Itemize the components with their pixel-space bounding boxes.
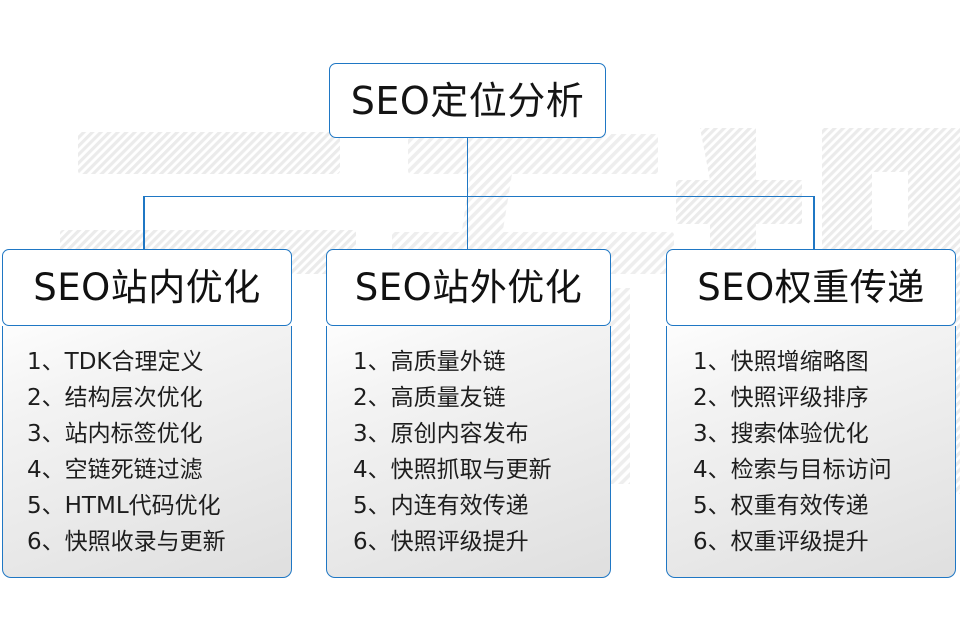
branch-header-2[interactable]: SEO站外优化 bbox=[326, 249, 611, 326]
list-item-index: 5、 bbox=[353, 493, 391, 519]
list-item-label: 权重评级提升 bbox=[730, 529, 869, 555]
list-item-label: 搜索体验优化 bbox=[730, 421, 869, 447]
list-item-index: 1、 bbox=[27, 349, 65, 375]
list-item-index: 5、 bbox=[693, 493, 731, 519]
list-item-label: 高质量外链 bbox=[390, 349, 506, 375]
list-item-label: 权重有效传递 bbox=[730, 493, 869, 519]
branch-column-2: SEO站外优化 1、 高质量外链 2、 高质量友链 3、 原创内容发布 4、 快 bbox=[326, 249, 611, 578]
branch-header-title: SEO站外优化 bbox=[354, 266, 583, 309]
list-item[interactable]: 3、 搜索体验优化 bbox=[693, 416, 955, 452]
root-node[interactable]: SEO定位分析 bbox=[329, 63, 606, 138]
list-item-index: 6、 bbox=[353, 529, 391, 555]
list-item[interactable]: 3、 原创内容发布 bbox=[353, 416, 610, 452]
list-item[interactable]: 6、 快照评级提升 bbox=[353, 524, 610, 560]
connector-horizontal-bus bbox=[143, 195, 814, 198]
branch-column-3: SEO权重传递 1、 快照增缩略图 2、 快照评级排序 3、 搜索体验优化 4、 bbox=[666, 249, 956, 578]
branch-column-1: SEO站内优化 1、 TDK合理定义 2、 结构层次优化 3、 站内标签优化 4… bbox=[2, 249, 292, 578]
branch-header-3[interactable]: SEO权重传递 bbox=[666, 249, 956, 326]
list-item-index: 4、 bbox=[353, 457, 391, 483]
list-item-index: 2、 bbox=[693, 385, 731, 411]
connector-root-down bbox=[466, 138, 469, 196]
list-item-index: 6、 bbox=[693, 529, 731, 555]
branch-body-2: 1、 高质量外链 2、 高质量友链 3、 原创内容发布 4、 快照抓取与更新 5… bbox=[326, 326, 611, 578]
branch-body-1: 1、 TDK合理定义 2、 结构层次优化 3、 站内标签优化 4、 空链死链过滤… bbox=[2, 326, 292, 578]
list-item-label: 快照收录与更新 bbox=[64, 529, 226, 555]
list-item[interactable]: 4、 快照抓取与更新 bbox=[353, 452, 610, 488]
branch-header-1[interactable]: SEO站内优化 bbox=[2, 249, 292, 326]
list-item[interactable]: 1、 快照增缩略图 bbox=[693, 344, 955, 380]
list-item-label: 快照评级提升 bbox=[390, 529, 529, 555]
list-item-label: 快照抓取与更新 bbox=[390, 457, 552, 483]
connector-branch-middle bbox=[466, 195, 469, 250]
list-item-index: 5、 bbox=[27, 493, 65, 519]
list-item-label: HTML代码优化 bbox=[64, 493, 221, 519]
list-item[interactable]: 6、 快照收录与更新 bbox=[27, 524, 291, 560]
list-item-label: 结构层次优化 bbox=[64, 385, 203, 411]
list-item-index: 1、 bbox=[353, 349, 391, 375]
list-item[interactable]: 5、 内连有效传递 bbox=[353, 488, 610, 524]
list-item-label: 高质量友链 bbox=[390, 385, 506, 411]
list-item[interactable]: 5、 权重有效传递 bbox=[693, 488, 955, 524]
branch-header-title: SEO权重传递 bbox=[697, 266, 925, 309]
list-item-index: 4、 bbox=[693, 457, 731, 483]
list-item-index: 6、 bbox=[27, 529, 65, 555]
list-item[interactable]: 2、 结构层次优化 bbox=[27, 380, 291, 416]
list-item[interactable]: 5、 HTML代码优化 bbox=[27, 488, 291, 524]
branch-item-list-3: 1、 快照增缩略图 2、 快照评级排序 3、 搜索体验优化 4、 检索与目标访问… bbox=[667, 344, 955, 560]
branch-header-title: SEO站内优化 bbox=[33, 266, 261, 309]
list-item-index: 2、 bbox=[27, 385, 65, 411]
list-item[interactable]: 3、 站内标签优化 bbox=[27, 416, 291, 452]
list-item-label: 空链死链过滤 bbox=[64, 457, 203, 483]
list-item-index: 1、 bbox=[693, 349, 731, 375]
connector-branch-left bbox=[143, 195, 145, 250]
list-item[interactable]: 1、 TDK合理定义 bbox=[27, 344, 291, 380]
list-item-label: 检索与目标访问 bbox=[730, 457, 892, 483]
list-item-index: 4、 bbox=[27, 457, 65, 483]
connector-branch-right bbox=[813, 195, 815, 250]
list-item[interactable]: 2、 高质量友链 bbox=[353, 380, 610, 416]
list-item[interactable]: 4、 检索与目标访问 bbox=[693, 452, 955, 488]
list-item-index: 3、 bbox=[693, 421, 731, 447]
list-item-label: TDK合理定义 bbox=[64, 349, 204, 375]
list-item[interactable]: 2、 快照评级排序 bbox=[693, 380, 955, 416]
branch-item-list-1: 1、 TDK合理定义 2、 结构层次优化 3、 站内标签优化 4、 空链死链过滤… bbox=[3, 344, 291, 560]
list-item-index: 3、 bbox=[353, 421, 391, 447]
branch-item-list-2: 1、 高质量外链 2、 高质量友链 3、 原创内容发布 4、 快照抓取与更新 5… bbox=[327, 344, 610, 560]
list-item-label: 站内标签优化 bbox=[64, 421, 203, 447]
branch-body-3: 1、 快照增缩略图 2、 快照评级排序 3、 搜索体验优化 4、 检索与目标访问… bbox=[666, 326, 956, 578]
list-item-label: 快照评级排序 bbox=[730, 385, 869, 411]
list-item-index: 2、 bbox=[353, 385, 391, 411]
list-item-label: 快照增缩略图 bbox=[730, 349, 869, 375]
list-item-index: 3、 bbox=[27, 421, 65, 447]
list-item[interactable]: 1、 高质量外链 bbox=[353, 344, 610, 380]
list-item-label: 内连有效传递 bbox=[390, 493, 529, 519]
list-item[interactable]: 4、 空链死链过滤 bbox=[27, 452, 291, 488]
list-item-label: 原创内容发布 bbox=[390, 421, 529, 447]
list-item[interactable]: 6、 权重评级提升 bbox=[693, 524, 955, 560]
root-node-title: SEO定位分析 bbox=[350, 78, 585, 123]
